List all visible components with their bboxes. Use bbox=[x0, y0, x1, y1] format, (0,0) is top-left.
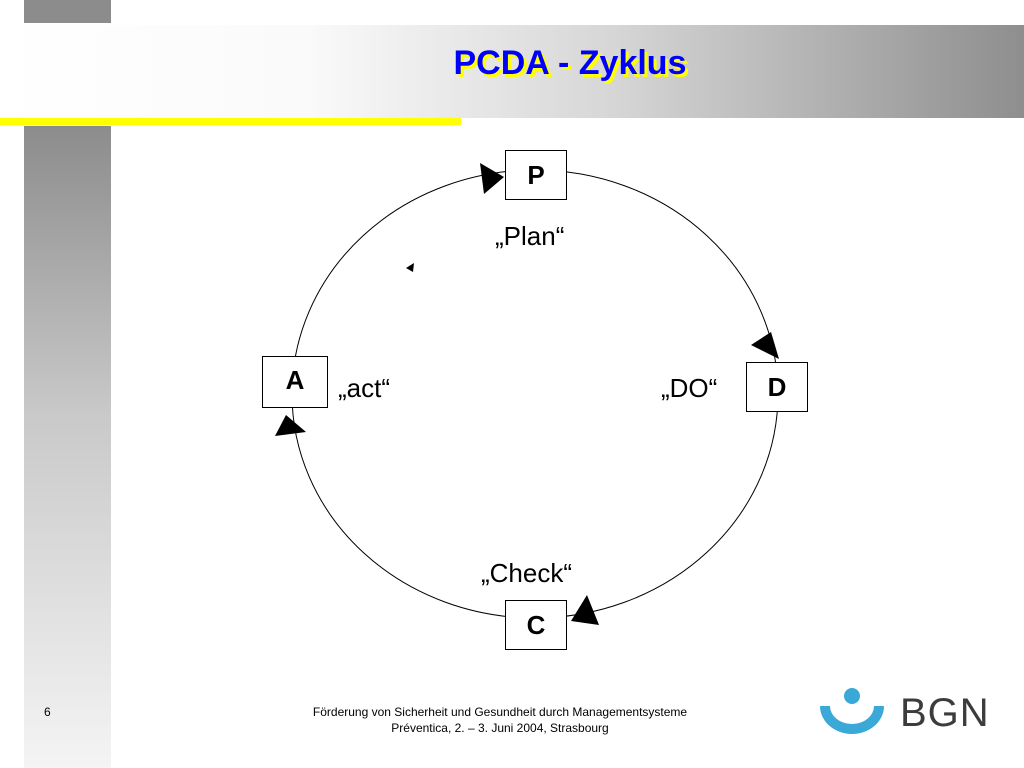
footer-text: Förderung von Sicherheit und Gesundheit … bbox=[270, 704, 730, 736]
small-arrow-mark bbox=[406, 263, 414, 272]
node-d: D bbox=[746, 362, 808, 412]
arrow-to-do bbox=[751, 332, 779, 359]
arrow-to-plan bbox=[480, 163, 504, 194]
label-check: „Check“ bbox=[481, 558, 573, 588]
footer-line-1: Förderung von Sicherheit und Gesundheit … bbox=[312, 705, 688, 719]
header-band bbox=[0, 25, 1024, 118]
accent-line bbox=[0, 118, 461, 125]
footer-line-2: Préventica, 2. – 3. Juni 2004, Strasbour… bbox=[391, 721, 609, 735]
label-plan: „Plan“ bbox=[495, 221, 565, 251]
bgn-logo-icon bbox=[820, 688, 884, 734]
label-do: „DO“ bbox=[661, 373, 718, 403]
bgn-logo-text: BGN bbox=[900, 691, 990, 735]
page-number: 6 bbox=[44, 705, 51, 719]
node-c: C bbox=[505, 600, 567, 650]
label-act: „act“ bbox=[338, 373, 390, 403]
node-p: P bbox=[505, 150, 567, 200]
arrow-to-check bbox=[571, 595, 599, 625]
arrow-to-act bbox=[275, 415, 306, 436]
slide-title: PCDA - Zyklus bbox=[453, 44, 687, 82]
node-a: A bbox=[262, 356, 328, 408]
left-bar bbox=[24, 126, 111, 768]
left-bar-top bbox=[24, 0, 111, 23]
